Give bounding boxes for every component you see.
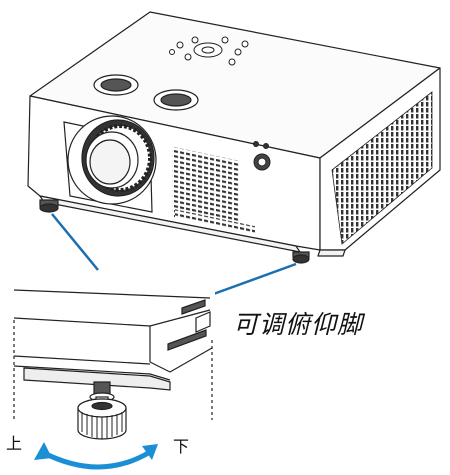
- tilt-foot: [39, 199, 59, 213]
- down-label: 下: [173, 437, 190, 456]
- arrow-head-left: [34, 442, 52, 460]
- control-panel: [169, 36, 249, 66]
- up-label: 上: [6, 434, 23, 453]
- callout-line: [51, 213, 99, 271]
- front-vent: [172, 146, 240, 232]
- rotation-arrow: [40, 449, 152, 470]
- indicator-light: [253, 141, 259, 147]
- side-vent: [331, 91, 433, 245]
- lens: [63, 115, 157, 213]
- callout-line: [207, 262, 297, 298]
- front-lower-vent: [175, 209, 255, 235]
- arrow-head-right: [142, 444, 158, 460]
- tilt-foot-label: 可调俯仰脚: [233, 310, 364, 339]
- indicator-light: [263, 143, 269, 149]
- top-dials: [93, 74, 199, 111]
- tilt-foot: [292, 251, 310, 264]
- detail-view: [13, 289, 215, 391]
- adjustable-foot: [77, 381, 127, 440]
